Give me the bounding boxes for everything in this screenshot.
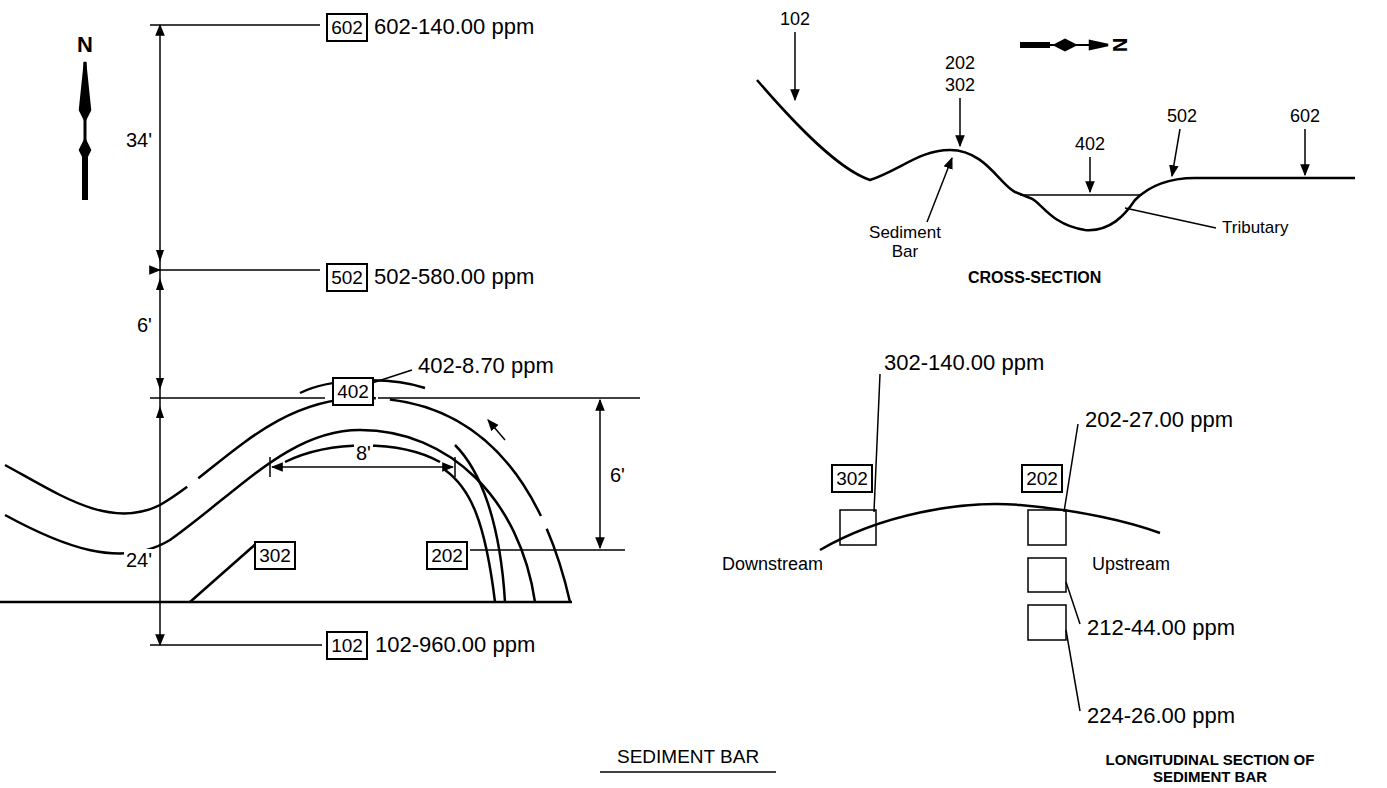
sample-box: 602: [326, 13, 368, 42]
annotation-label: CROSS-SECTION: [966, 269, 1103, 287]
sample-box: 502: [326, 263, 368, 292]
sample-box: 202: [426, 541, 468, 570]
annotation-label: 202: [943, 54, 977, 74]
sample-number: 202: [1026, 469, 1058, 488]
drawing-title: SEDIMENT BAR: [615, 747, 761, 768]
annotation-label: Downstream: [720, 555, 825, 575]
sample-number: 202: [431, 546, 463, 565]
sample-box: 302: [831, 464, 873, 493]
annotation-label: 502: [1165, 107, 1199, 127]
sample-number: 402: [337, 382, 369, 401]
annotation-label: LONGITUDINAL SECTION OF SEDIMENT BAR: [1073, 752, 1347, 785]
sample-number: 102: [331, 636, 363, 655]
annotation-label: 602: [1288, 107, 1322, 127]
annotation-label: 402-8.70 ppm: [416, 354, 556, 378]
annotation-label: 102-960.00 ppm: [373, 633, 537, 657]
sample-box: 402: [332, 377, 374, 406]
annotation-label: Sediment Bar: [863, 224, 947, 261]
annotation-label: Tributary: [1220, 219, 1290, 238]
sample-number: 302: [836, 469, 868, 488]
sample-number: 502: [331, 268, 363, 287]
annotation-label: N: [1109, 36, 1131, 54]
sample-box: 102: [326, 631, 368, 660]
annotation-label: 6': [135, 314, 154, 336]
annotation-label: 302-140.00 ppm: [882, 351, 1046, 375]
sample-number: 302: [259, 546, 291, 565]
annotation-label: 212-44.00 ppm: [1085, 616, 1237, 640]
annotation-label: 102: [778, 10, 812, 30]
annotation-label: 302: [943, 76, 977, 96]
annotation-label: 224-26.00 ppm: [1085, 704, 1237, 728]
annotation-label: Upstream: [1090, 555, 1172, 575]
sample-box: 302: [254, 541, 296, 570]
annotation-label: 202-27.00 ppm: [1083, 408, 1235, 432]
annotation-label: 602-140.00 ppm: [372, 15, 536, 39]
annotation-label: 6': [608, 464, 627, 486]
annotation-label: 24': [124, 549, 154, 571]
sample-number: 602: [331, 18, 363, 37]
sample-box: 202: [1021, 464, 1063, 493]
annotation-label: 402: [1073, 135, 1107, 155]
annotation-label: 502-580.00 ppm: [372, 265, 536, 289]
annotation-label: N: [75, 33, 95, 57]
annotation-label: 8': [354, 442, 373, 464]
annotation-label: 34': [124, 129, 154, 151]
